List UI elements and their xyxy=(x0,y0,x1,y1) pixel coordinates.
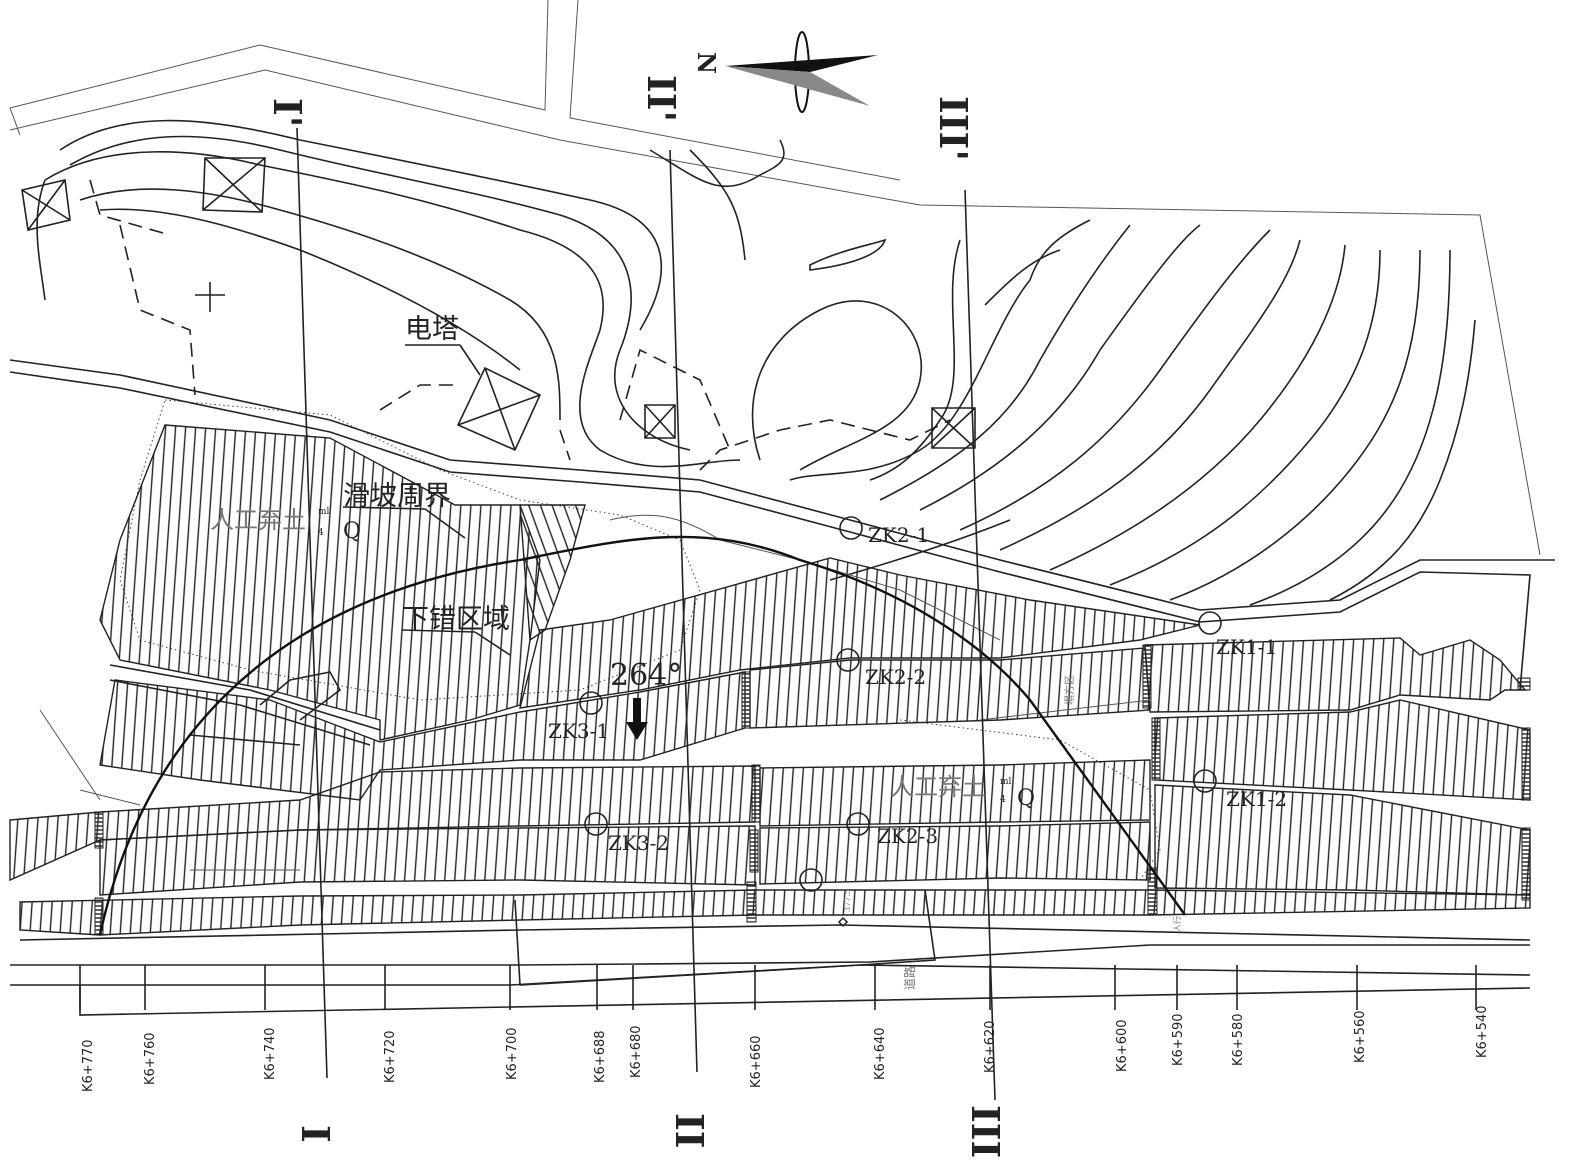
section-label-top: I' xyxy=(265,98,310,127)
borehole-zk2-2 xyxy=(836,648,860,672)
fill-label-mid-sup: ml xyxy=(1000,777,1012,787)
section-label-bottom: II xyxy=(667,1113,712,1149)
tower-icon xyxy=(202,157,266,213)
borehole-zk1-1 xyxy=(1198,611,1222,635)
tower-icon xyxy=(644,404,676,439)
contour-lines xyxy=(36,119,1476,606)
station-label: K6+620 xyxy=(983,1020,998,1073)
borehole-label: ZK3-2 xyxy=(608,831,669,855)
borehole-zk3-1 xyxy=(579,691,603,715)
tower-icon xyxy=(456,366,542,452)
borehole-unlabeled xyxy=(799,868,823,892)
station-label: K6+770 xyxy=(81,1039,96,1092)
tower-icon xyxy=(931,407,976,449)
station-label: K6+740 xyxy=(263,1027,278,1080)
tower-icons xyxy=(21,157,976,452)
fill-label-mid: 人工弃土 xyxy=(890,773,986,801)
borehole-markers xyxy=(579,516,1222,892)
upper-road xyxy=(9,0,1541,556)
borehole-label: ZK2-1 xyxy=(868,523,929,547)
borehole-zk2-3 xyxy=(846,812,870,836)
section-label-bottom: III xyxy=(963,1105,1008,1158)
section-label-top: II' xyxy=(639,75,684,122)
borehole-label: ZK1-1 xyxy=(1216,635,1277,659)
fill-label-top-sup: ml xyxy=(318,507,330,517)
north-arrow: N xyxy=(692,31,878,113)
fill-label-top-q: Q xyxy=(343,519,361,544)
section-lines xyxy=(296,127,996,1101)
borehole-label: ZK2-2 xyxy=(865,665,926,689)
tower-icon xyxy=(21,179,71,231)
station-labels: K6+770 K6+760 K6+740 K6+720 K6+700 K6+688 K6+6… xyxy=(81,1005,1490,1092)
station-label: K6+600 xyxy=(1115,1019,1130,1072)
station-label: K6+540 xyxy=(1475,1005,1490,1058)
road-label: 道路 xyxy=(902,966,917,990)
borehole-label: ZK1-2 xyxy=(1226,787,1287,811)
sidewalk-label: 人行 xyxy=(1172,916,1182,932)
station-label: K6+660 xyxy=(749,1035,764,1088)
slide-direction-arrow xyxy=(626,698,648,740)
station-label: K6+590 xyxy=(1171,1013,1186,1066)
fill-label-mid-q: Q xyxy=(1017,786,1035,811)
slide-direction-label: 264° xyxy=(610,658,682,693)
borehole-label: ZK2-3 xyxy=(877,824,938,848)
tower-label: 电塔 xyxy=(405,314,459,345)
borehole-zk3-2 xyxy=(584,812,608,836)
borehole-zk2-1 xyxy=(839,516,863,540)
station-label: K6+560 xyxy=(1353,1010,1368,1063)
elevation-point-icon xyxy=(837,916,849,928)
station-label: K6+688 xyxy=(593,1030,608,1083)
borehole-label: ZK3-1 xyxy=(548,719,609,743)
landslide-boundary-line xyxy=(98,535,1186,936)
station-label: K6+720 xyxy=(383,1030,398,1083)
section-label-bottom: I xyxy=(293,1125,338,1143)
local-road xyxy=(39,514,1151,871)
north-label: N xyxy=(692,52,721,74)
slope-terraces xyxy=(9,424,1531,936)
section-label-top: III' xyxy=(931,96,976,161)
elevation-label: 377.5 xyxy=(843,889,852,912)
fill-label-top-sub: 4 xyxy=(318,528,324,538)
station-label: K6+760 xyxy=(143,1032,158,1085)
station-label: K6+640 xyxy=(873,1027,888,1080)
station-label: K6+580 xyxy=(1231,1013,1246,1066)
station-label: K6+680 xyxy=(629,1025,644,1078)
station-label: K6+700 xyxy=(505,1027,520,1080)
collapse-zone-label: 塌方区 xyxy=(1063,675,1076,705)
fill-label-top: 人工弃土 xyxy=(210,506,306,534)
fill-label-mid-sub: 4 xyxy=(1000,795,1006,805)
borehole-zk1-2 xyxy=(1193,769,1217,793)
mountain-road xyxy=(9,179,1555,691)
bottom-road xyxy=(10,889,1531,1016)
